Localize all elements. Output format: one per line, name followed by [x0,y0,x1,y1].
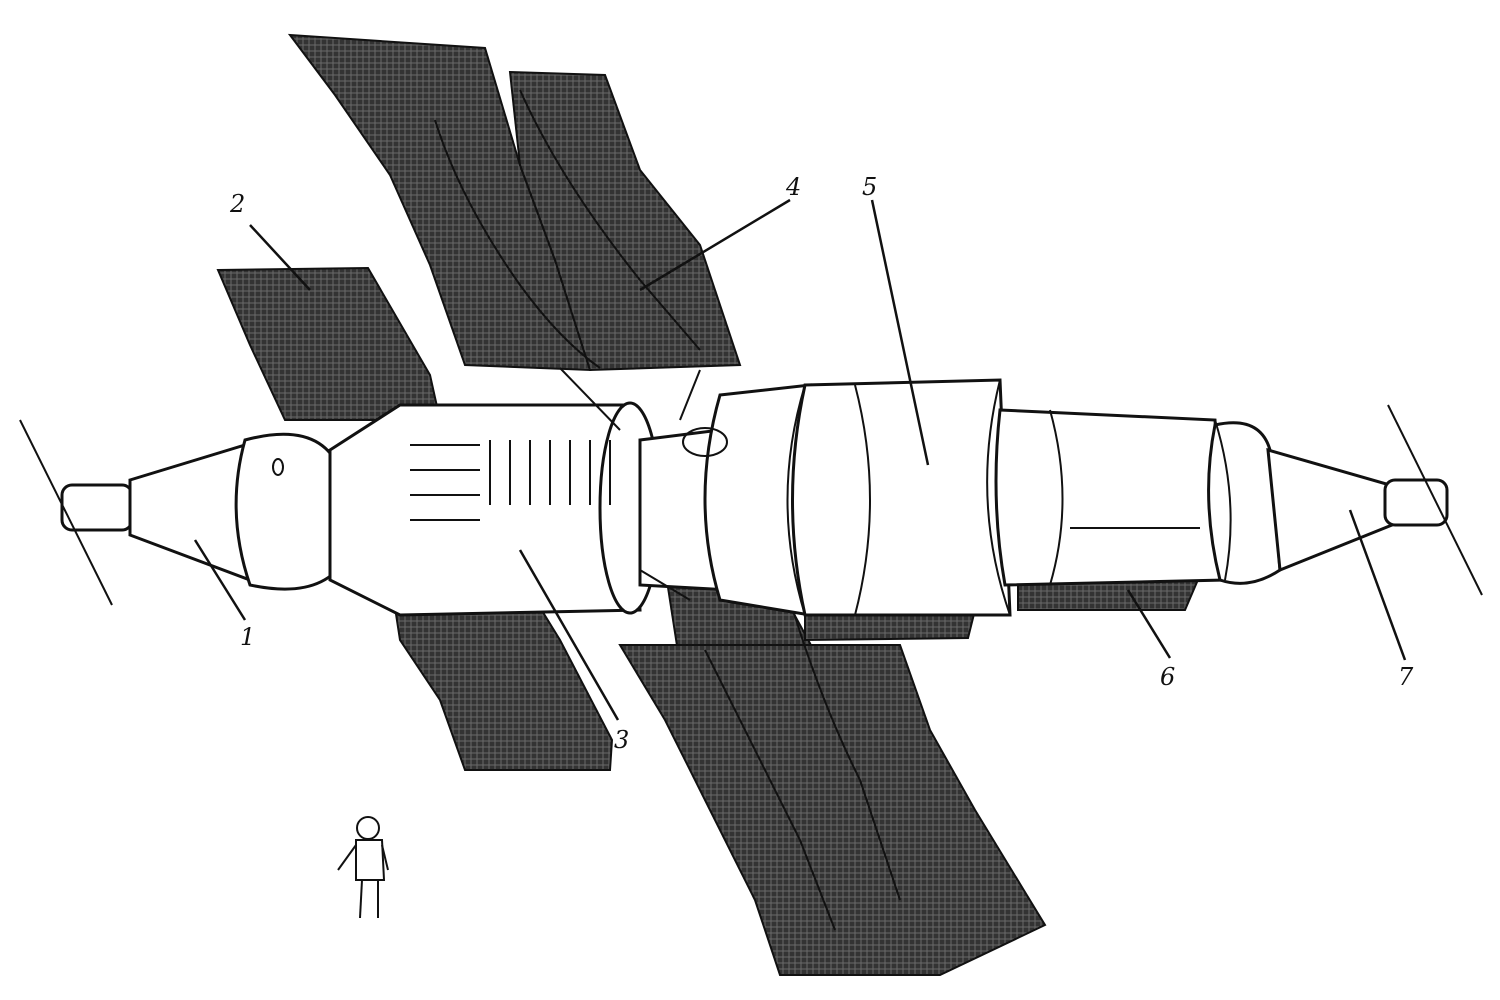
left-craft-orbital-module [234,432,347,591]
leader-line-4 [639,198,791,292]
boom-3 [639,569,691,601]
array-fold-line-2 [519,89,701,351]
hull-ring-5 [1214,419,1232,581]
upper-solar-array-front [508,70,742,372]
callout-2: 2 [229,190,245,218]
hatch-port [682,427,728,457]
hull-ring-4 [1049,409,1064,586]
right-antenna [1387,404,1483,596]
leader-line-5 [870,199,930,466]
callout-6: 6 [1160,663,1175,691]
hull-ring-2 [854,384,871,616]
array-fold-line-1 [434,119,601,369]
leader-line-6 [1126,589,1172,659]
boom-2 [679,369,701,421]
working-compartment-small [703,383,812,617]
array-fold-line-4 [789,599,901,901]
left-docking-probe [60,483,134,532]
callout-1: 1 [240,623,255,651]
array-fold-line-3 [704,649,836,931]
aft-compartment [994,408,1227,587]
hull-ring-3 [986,379,1011,616]
callout-3: 3 [614,726,629,754]
leader-line-2 [249,224,311,291]
working-compartment-large [791,378,1012,617]
callout-5: 5 [862,173,877,201]
callout-4: 4 [785,173,801,201]
boom-1 [559,367,621,431]
human-figure [337,816,389,919]
cylinder-bank [410,444,480,521]
leader-line-1 [193,539,247,621]
callout-7: 7 [1398,663,1414,691]
left-craft-window [272,458,284,476]
upper-solar-array-back [287,33,592,372]
hull-ring-1 [786,384,806,616]
radiator-slats [489,440,611,505]
left-antenna [19,419,113,606]
left-craft-cone [128,442,252,583]
upper-small-solar-array [216,266,442,421]
forward-transfer-section [328,403,642,617]
lower-solar-array-front [618,644,1047,976]
leader-line-7 [1348,509,1407,661]
right-craft-body [1207,421,1282,585]
leader-line-3 [518,549,620,721]
right-craft-cone [1266,447,1394,573]
right-docking-probe [1383,478,1449,527]
